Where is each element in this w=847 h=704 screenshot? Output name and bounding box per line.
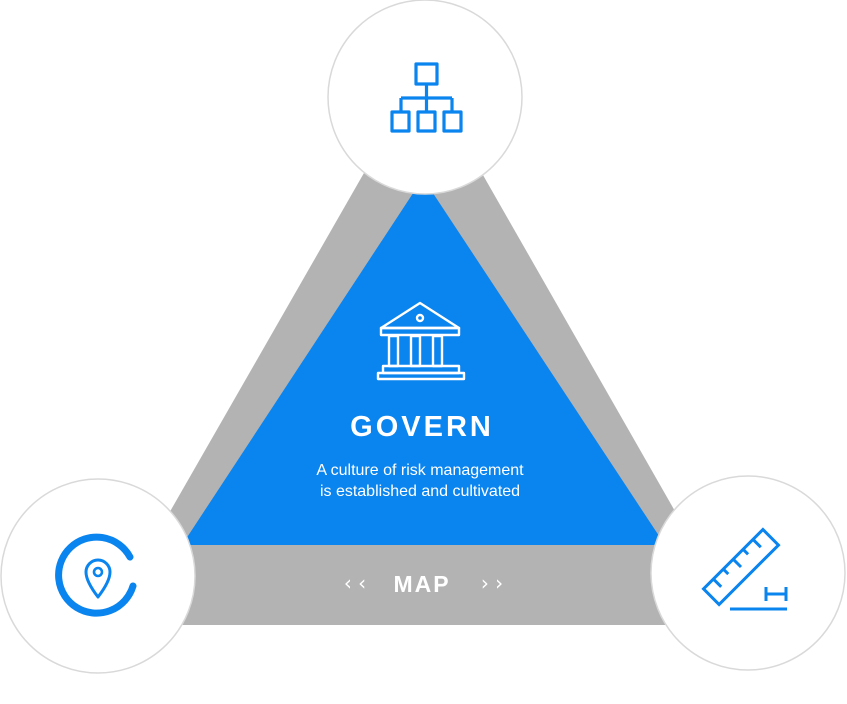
bottom-right-node [650,475,846,671]
hierarchy-icon [390,62,463,133]
measure-chevrons-end: › › [632,419,660,447]
manage-chevrons-start: ‹ ‹ [189,411,217,439]
map-chevrons-start: ‹ ‹ [344,571,366,595]
govern-building-icon [376,301,466,381]
govern-title: GOVERN [350,411,494,443]
top-node [327,0,523,195]
location-pin-icon [55,533,137,617]
map-label: MAP [393,571,450,597]
govern-description-line1: A culture of risk management [316,462,524,479]
ruler-icon [701,527,788,611]
map-chevrons-end: › › [481,571,503,595]
govern-description-line2: is established and cultivated [320,483,520,500]
bottom-left-node [0,478,196,674]
map-edge: ‹ ‹ MAP › › [344,571,503,597]
govern-triangle [182,178,665,545]
